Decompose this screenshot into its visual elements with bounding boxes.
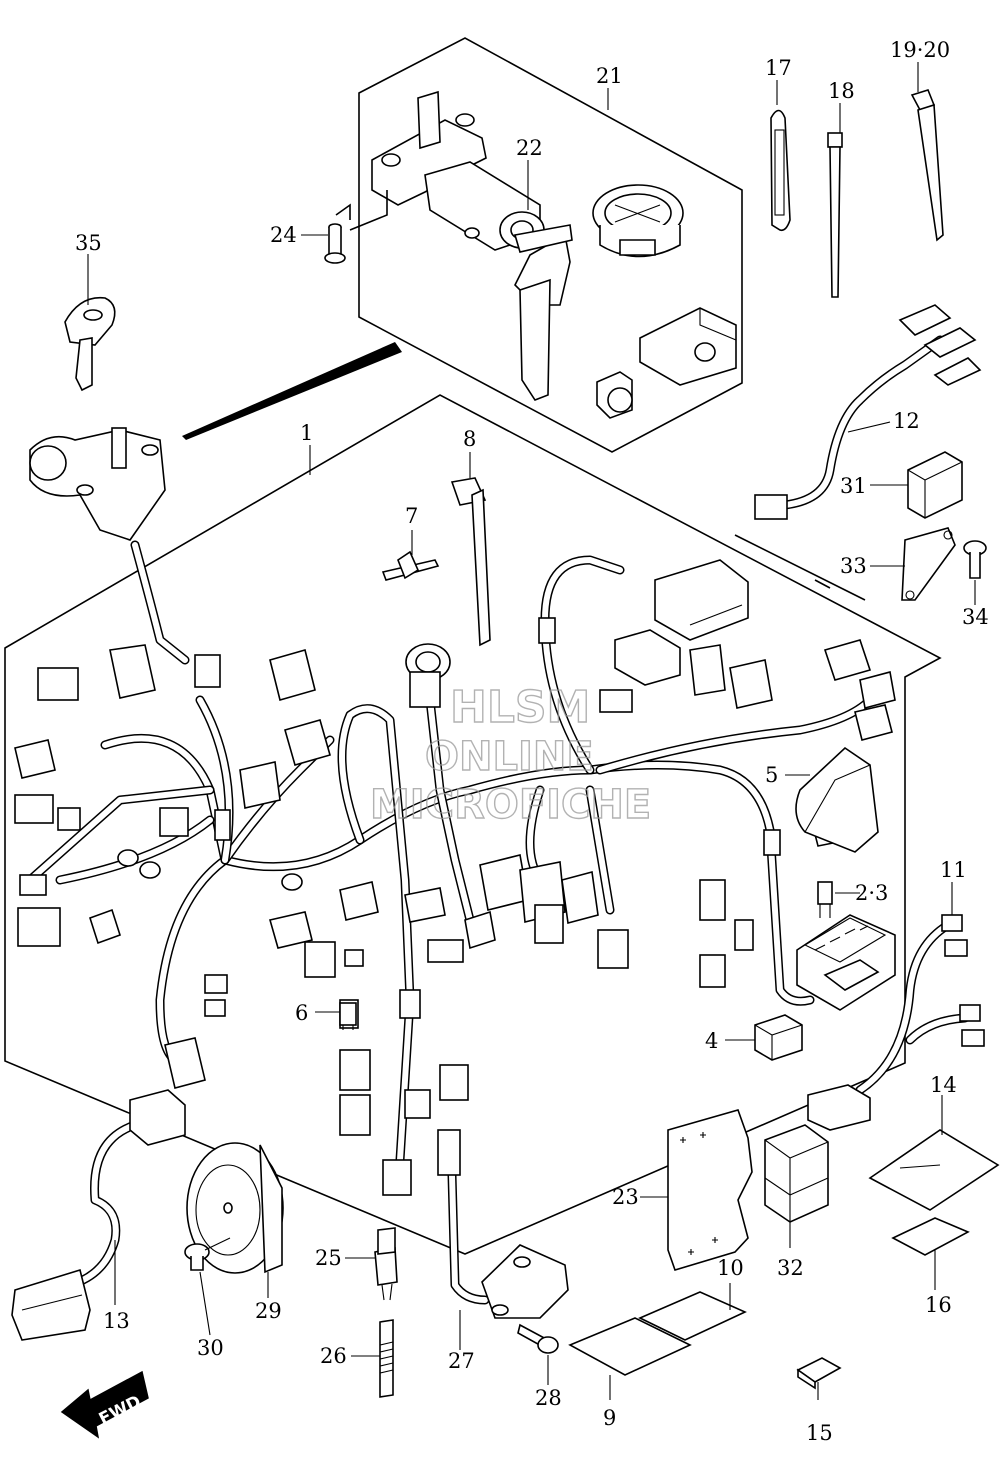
clamp-tie-part-8 bbox=[450, 477, 491, 647]
callout-22: 22 bbox=[516, 136, 543, 160]
boot-cover-part-5 bbox=[795, 746, 879, 853]
callout-26: 26 bbox=[320, 1344, 347, 1368]
callout-4: 4 bbox=[705, 1029, 718, 1053]
fuse-box-cushion-part-23 bbox=[667, 1109, 753, 1271]
callout-13: 13 bbox=[103, 1309, 130, 1333]
sub-harness-part-11 bbox=[807, 914, 985, 1131]
main-harness-part-1 bbox=[14, 427, 896, 1196]
ignition-key-part bbox=[513, 224, 573, 401]
callout-7: 7 bbox=[405, 504, 418, 528]
bracket-part-33 bbox=[901, 527, 956, 601]
relay-part-32 bbox=[764, 1124, 829, 1223]
callout-17: 17 bbox=[765, 56, 792, 80]
lock-set-pointer-wedge bbox=[182, 342, 402, 440]
screw-part-28 bbox=[517, 1323, 559, 1354]
callout-15: 15 bbox=[806, 1421, 833, 1445]
sheet-part-10 bbox=[638, 1291, 747, 1341]
fwd-direction-badge: FWD bbox=[60, 1370, 149, 1439]
key-part-35 bbox=[64, 296, 116, 392]
callout-25: 25 bbox=[315, 1246, 342, 1270]
separator-dash bbox=[814, 579, 831, 589]
callout-28: 28 bbox=[535, 1386, 562, 1410]
callout-11: 11 bbox=[940, 858, 967, 882]
bolt-part-24 bbox=[324, 223, 346, 264]
callout-12: 12 bbox=[893, 409, 920, 433]
cable-tie-part-18 bbox=[827, 132, 843, 298]
relay-part-31 bbox=[907, 451, 963, 519]
callout-5: 5 bbox=[765, 763, 778, 787]
callout-35: 35 bbox=[75, 231, 102, 255]
lock-set-group-outline bbox=[358, 37, 743, 453]
fuel-cap-lock-part bbox=[592, 184, 684, 258]
sheet-part-14 bbox=[868, 1129, 1000, 1211]
callout-30: 30 bbox=[197, 1336, 224, 1360]
seat-lock-part bbox=[639, 307, 737, 386]
fuse-part-2-3 bbox=[817, 881, 833, 918]
callout-labels: 1 2·3 4 5 6 7 8 9 10 11 12 13 14 15 16 1… bbox=[75, 38, 989, 1445]
horn-part-29 bbox=[186, 1142, 284, 1274]
main-harness-group-outline bbox=[4, 394, 942, 1255]
callout-16: 16 bbox=[925, 1293, 952, 1317]
callout-31: 31 bbox=[840, 474, 867, 498]
watermark-line-1: HLSM bbox=[450, 682, 590, 733]
callout-29: 29 bbox=[255, 1299, 282, 1323]
bolt-part-30 bbox=[184, 1237, 231, 1271]
relay-cap-part-4 bbox=[754, 1014, 803, 1061]
spring-part-26 bbox=[379, 1319, 394, 1398]
callout-9: 9 bbox=[603, 1406, 616, 1430]
clamp-part-7 bbox=[381, 550, 440, 581]
helmet-lock-cylinder-part bbox=[596, 371, 633, 419]
callout-1: 1 bbox=[300, 421, 313, 445]
switch-assy-part-27 bbox=[437, 1129, 569, 1319]
callout-19-20: 19·20 bbox=[890, 38, 950, 62]
brake-switch-part-25 bbox=[374, 1227, 398, 1301]
callout-34: 34 bbox=[962, 605, 989, 629]
callout-27: 27 bbox=[448, 1349, 475, 1373]
callout-6: 6 bbox=[295, 1001, 308, 1025]
sheet-part-9 bbox=[568, 1317, 692, 1376]
callout-2-3: 2·3 bbox=[855, 881, 888, 905]
relay-group-separator bbox=[734, 534, 866, 601]
callout-33: 33 bbox=[840, 554, 867, 578]
watermark: HLSM ONLINE MICROFICHE bbox=[369, 681, 652, 828]
fwd-arrow-icon bbox=[60, 1370, 149, 1439]
callout-23: 23 bbox=[612, 1185, 639, 1209]
watermark-line-3: MICROFICHE bbox=[370, 782, 651, 828]
lead-wire-part-13 bbox=[11, 1089, 186, 1341]
fuse-part-6 bbox=[339, 1002, 357, 1030]
callout-10: 10 bbox=[717, 1256, 744, 1280]
callout-14: 14 bbox=[930, 1073, 957, 1097]
band-part-17 bbox=[770, 109, 791, 232]
sub-harness-part-12 bbox=[754, 304, 982, 520]
watermark-line-2: ONLINE bbox=[425, 734, 594, 780]
sheet-part-16 bbox=[891, 1217, 970, 1256]
leader-lines bbox=[87, 62, 976, 1400]
callout-18: 18 bbox=[828, 79, 855, 103]
callout-21: 21 bbox=[596, 64, 623, 88]
callout-8: 8 bbox=[463, 427, 476, 451]
cushion-part-15 bbox=[796, 1357, 842, 1390]
screw-part-34 bbox=[963, 540, 987, 579]
ignition-switch-part bbox=[335, 90, 545, 251]
callout-24: 24 bbox=[270, 223, 297, 247]
clamp-tie-part-19-20 bbox=[910, 89, 944, 242]
callout-32: 32 bbox=[777, 1256, 804, 1280]
